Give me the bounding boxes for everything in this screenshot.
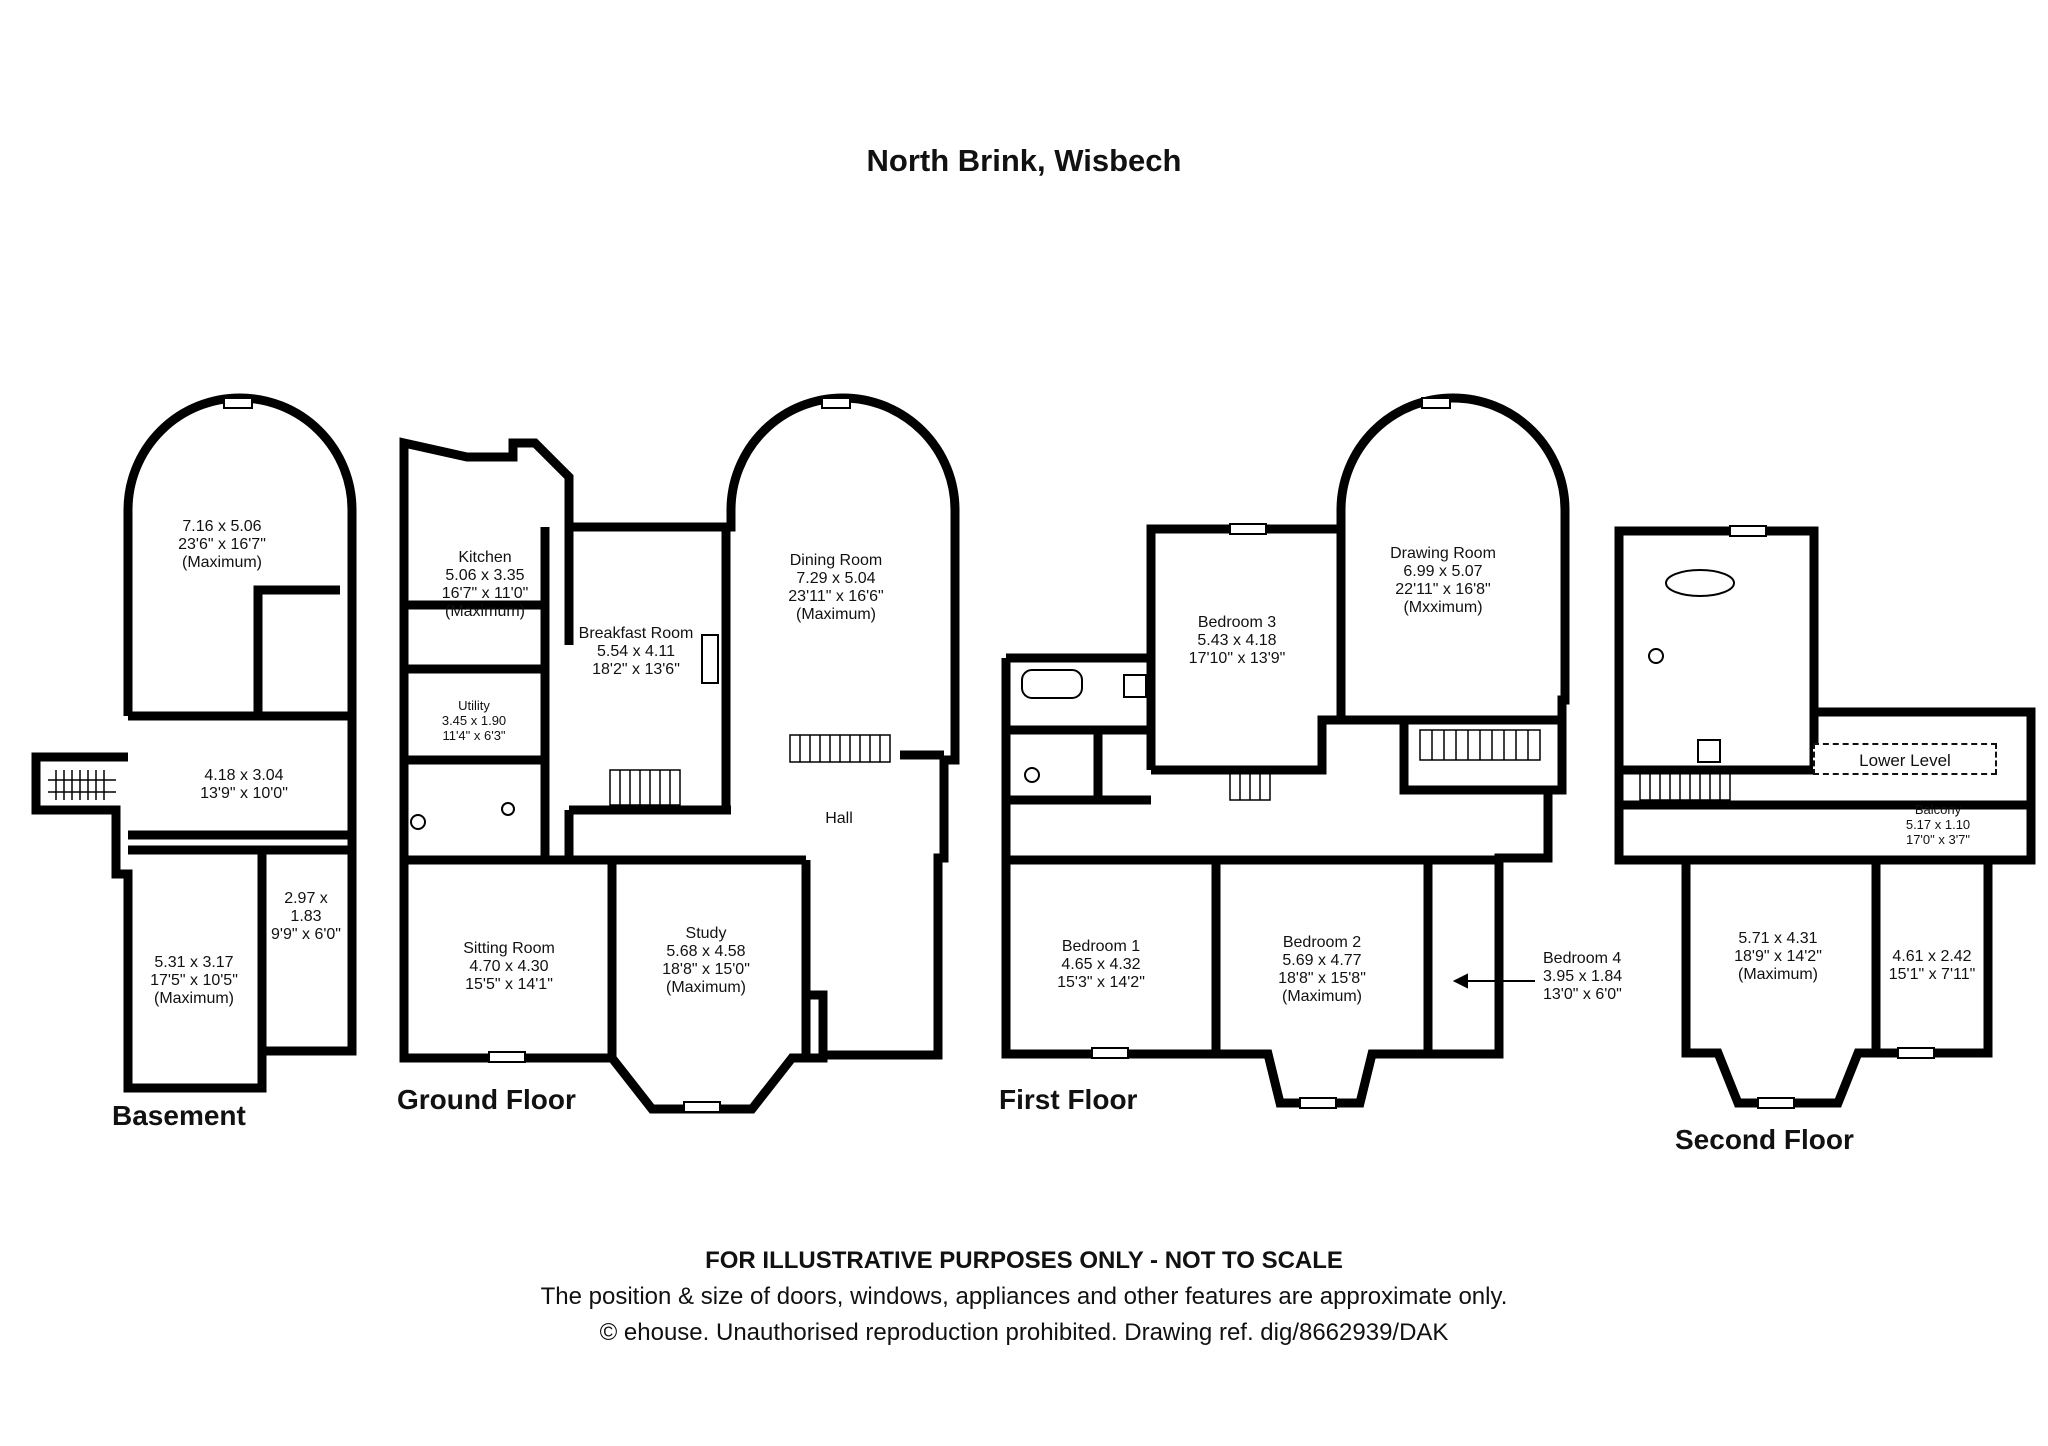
room-dimension-imperial: 11'4" x 6'3" xyxy=(442,728,506,743)
room-name: Breakfast Room xyxy=(578,625,694,642)
room-name: Balcony xyxy=(1914,802,1962,817)
basement-room-2: 4.18 x 3.04 13'9" x 10'0" xyxy=(200,767,288,803)
second-floor-label: Second Floor xyxy=(1675,1124,1854,1155)
room-name: Dining Room xyxy=(789,552,883,569)
study: Study 5.68 x 4.58 18'8" x 15'0" (Maximum… xyxy=(662,925,750,997)
ground-floor-label: Ground Floor xyxy=(397,1084,576,1115)
second-floor-room-2: 4.61 x 2.42 15'1" x 7'11" xyxy=(1889,948,1976,984)
room-dimension-note: (Maximum) xyxy=(1738,966,1818,983)
room-dimension-metric: 5.69 x 4.77 xyxy=(1282,952,1362,969)
room-dimension-imperial: 18'8" x 15'0" xyxy=(662,961,750,978)
copyright-text: © ehouse. Unauthorised reproduction proh… xyxy=(599,1319,1449,1346)
room-dimension-imperial: 17'5" x 10'5" xyxy=(150,972,238,989)
room-dimension-imperial: 17'0" x 3'7" xyxy=(1905,832,1971,847)
dining-room: Dining Room 7.29 x 5.04 23'11" x 16'6" (… xyxy=(788,552,883,624)
room-dimension-metric: 4.70 x 4.30 xyxy=(469,958,549,975)
room-dimension-imperial: 18'8" x 15'8" xyxy=(1278,970,1366,987)
room-dimension-metric: 5.43 x 4.18 xyxy=(1197,632,1277,649)
disclaimer: FOR ILLUSTRATIVE PURPOSES ONLY - NOT TO … xyxy=(0,1243,2048,1351)
room-dimension-imperial: 18'2" x 13'6" xyxy=(592,661,680,678)
room-dimension-metric: 1.83 xyxy=(290,908,322,925)
room-dimension-metric: 4.65 x 4.32 xyxy=(1061,956,1141,973)
room-dimension-note: (Maximum) xyxy=(796,606,876,623)
room-dimension-metric: 5.06 x 3.35 xyxy=(445,567,525,584)
room-dimension-note: (Mxximum) xyxy=(1403,599,1483,616)
room-dimension-metric: 7.29 x 5.04 xyxy=(796,570,876,587)
room-dimension-imperial: 22'11" x 16'8" xyxy=(1395,581,1491,598)
bedroom-1: Bedroom 1 4.65 x 4.32 15'3" x 14'2" xyxy=(1057,938,1145,992)
plan-title: North Brink, Wisbech xyxy=(866,143,1182,178)
room-dimension-imperial: 9'9" x 6'0" xyxy=(271,926,341,943)
room-dimension-metric: 7.16 x 5.06 xyxy=(182,518,262,535)
ground-floor-outline xyxy=(399,393,960,1114)
room-dimension-metric: 5.54 x 4.11 xyxy=(597,643,675,660)
room-dimension-metric: 3.95 x 1.84 xyxy=(1543,968,1623,985)
room-dimension-metric: 6.99 x 5.07 xyxy=(1403,563,1483,580)
sitting-room: Sitting Room 4.70 x 4.30 15'5" x 14'1" xyxy=(463,940,555,994)
room-dimension-metric: 5.68 x 4.58 xyxy=(666,943,746,960)
room-dimension-note: (Maximum) xyxy=(1282,988,1362,1005)
room-dimension-imperial: 15'5" x 14'1" xyxy=(465,976,553,993)
room-name: Hall xyxy=(825,810,853,827)
disclaimer-text: The position & size of doors, windows, a… xyxy=(540,1283,1508,1310)
room-dimension-imperial: 23'6" x 16'7" xyxy=(178,536,266,553)
room-name: Utility xyxy=(458,698,490,713)
room-dimension-imperial: 18'9" x 14'2" xyxy=(1734,948,1822,965)
room-dimension-metric: 5.17 x 1.10 xyxy=(1905,817,1971,832)
basement-room-1: 7.16 x 5.06 23'6" x 16'7" (Maximum) xyxy=(178,518,266,572)
room-dimension-imperial: 15'3" x 14'2" xyxy=(1057,974,1145,991)
room-dimension-imperial: 15'1" x 7'11" xyxy=(1888,966,1976,983)
basement-outline xyxy=(31,393,357,1093)
bedroom-4: Bedroom 4 3.95 x 1.84 13'0" x 6'0" xyxy=(1543,950,1622,1004)
hall: Hall xyxy=(825,810,853,828)
room-name: Kitchen xyxy=(458,549,512,566)
room-dimension-imperial: 16'7" x 11'0" xyxy=(441,585,529,602)
first-floor-label: First Floor xyxy=(999,1084,1138,1115)
room-dimension-note: (Maximum) xyxy=(445,603,525,620)
kitchen: Kitchen 5.06 x 3.35 16'7" x 11'0" (Maxim… xyxy=(442,549,529,621)
bedroom-2: Bedroom 2 5.69 x 4.77 18'8" x 15'8" (Max… xyxy=(1278,934,1366,1006)
second-floor-outline xyxy=(1614,526,2036,1108)
room-dimension-imperial: 13'9" x 10'0" xyxy=(200,785,288,802)
room-dimension-imperial: 17'10" x 13'9" xyxy=(1188,650,1286,667)
basement-label: Basement xyxy=(112,1100,246,1131)
drawing-room: Drawing Room 6.99 x 5.07 22'11" x 16'8" … xyxy=(1390,545,1496,617)
breakfast-room: Breakfast Room 5.54 x 4.11 18'2" x 13'6" xyxy=(579,625,694,679)
room-name: Drawing Room xyxy=(1390,545,1496,562)
room-name: Sitting Room xyxy=(463,940,555,957)
room-dimension-metric: 5.31 x 3.17 xyxy=(154,954,234,971)
room-name: Bedroom 2 xyxy=(1282,934,1362,951)
utility-room: Utility 3.45 x 1.90 11'4" x 6'3" xyxy=(442,698,506,743)
basement-room-4: 2.97 x 1.83 9'9" x 6'0" xyxy=(271,890,341,944)
room-name: Study xyxy=(685,925,727,942)
room-dimension-metric: 4.61 x 2.42 xyxy=(1892,948,1972,965)
room-dimension-imperial: 23'11" x 16'6" xyxy=(788,588,884,605)
room-dimension-metric: 5.71 x 4.31 xyxy=(1738,930,1818,947)
second-floor-room-1: 5.71 x 4.31 18'9" x 14'2" (Maximum) xyxy=(1734,930,1822,984)
room-dimension-imperial: 13'0" x 6'0" xyxy=(1543,986,1622,1003)
room-name: Bedroom 4 xyxy=(1543,950,1622,967)
room-dimension-metric: 3.45 x 1.90 xyxy=(441,713,507,728)
room-dimension-metric: 4.18 x 3.04 xyxy=(204,767,284,784)
room-dimension-note: (Maximum) xyxy=(182,554,262,571)
room-dimension-note: (Maximum) xyxy=(666,979,746,996)
basement-room-3: 5.31 x 3.17 17'5" x 10'5" (Maximum) xyxy=(150,954,238,1008)
lower-level-label: Lower Level xyxy=(1813,743,1997,775)
room-name: Bedroom 3 xyxy=(1197,614,1277,631)
bedroom-3: Bedroom 3 5.43 x 4.18 17'10" x 13'9" xyxy=(1189,614,1286,668)
room-dimension-note: (Maximum) xyxy=(154,990,234,1007)
disclaimer-heading: FOR ILLUSTRATIVE PURPOSES ONLY - NOT TO … xyxy=(705,1247,1343,1274)
room-dimension-metric: 2.97 x xyxy=(284,890,328,907)
room-name: Bedroom 1 xyxy=(1061,938,1141,955)
balcony: Balcony 5.17 x 1.10 17'0" x 3'7" xyxy=(1906,802,1970,847)
